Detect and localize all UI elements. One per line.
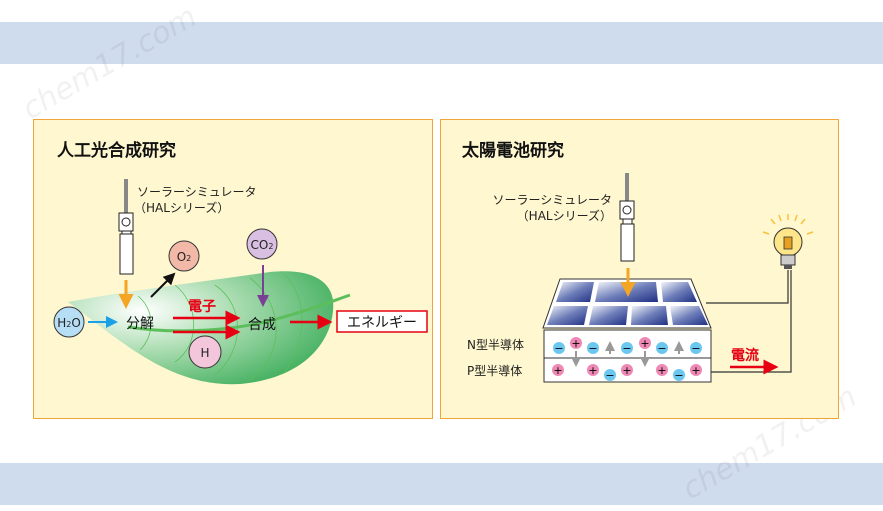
o2-bubble xyxy=(168,240,200,272)
energy-box xyxy=(336,310,428,333)
svg-text:+: + xyxy=(588,364,597,377)
solar-simulator-lamp xyxy=(619,173,635,262)
wire xyxy=(706,270,789,304)
h2o-label: H2O xyxy=(57,316,81,330)
svg-text:+: + xyxy=(691,364,700,377)
simulator-label: ソーラーシミュレータ xyxy=(137,185,257,199)
wire xyxy=(711,270,792,373)
svg-text:−: − xyxy=(605,369,614,382)
simulator-series-label: （HALシリーズ） xyxy=(134,200,229,215)
svg-text:−: − xyxy=(622,342,631,355)
n-type-label: N型半導体 xyxy=(467,338,524,352)
bottom-band xyxy=(0,463,883,505)
svg-text:+: + xyxy=(622,364,631,377)
synthesis-label: 合成 xyxy=(248,317,276,333)
svg-text:−: − xyxy=(657,342,666,355)
electron-charge: − xyxy=(553,342,565,355)
hole-charge: + xyxy=(587,364,599,377)
svg-text:+: + xyxy=(640,337,649,350)
h2o-bubble xyxy=(53,306,85,338)
svg-text:−: − xyxy=(674,369,683,382)
hole-charge: + xyxy=(639,337,651,350)
svg-text:−: − xyxy=(554,342,563,355)
electron-charge: − xyxy=(673,369,685,382)
o2-label: O2 xyxy=(177,250,192,264)
watermark: chem17.com xyxy=(17,0,203,127)
svg-text:+: + xyxy=(571,337,580,350)
artificial-photosynthesis-panel: 人工光合成研究 ソーラーシミュレータ （HALシリーズ） H2O 分解 O2 電… xyxy=(33,119,433,419)
svg-text:−: − xyxy=(588,342,597,355)
hole-charge: + xyxy=(656,364,668,377)
h-bubble xyxy=(188,335,222,369)
panel-title: 人工光合成研究 xyxy=(57,140,176,161)
solar-cell-panel: 太陽電池研究 ソーラーシミュレータ （HALシリーズ） N型半導体 xyxy=(440,119,839,419)
electron-charge: − xyxy=(621,342,633,355)
solar-simulator-lamp xyxy=(118,179,134,275)
svg-text:+: + xyxy=(553,364,562,377)
light-bulb-icon xyxy=(762,214,814,269)
electron-label: 電子 xyxy=(188,298,216,315)
hole-charge: + xyxy=(552,364,564,377)
hole-charge: + xyxy=(621,364,633,377)
co2-bubble xyxy=(246,228,278,260)
leaf-stem xyxy=(127,293,351,333)
co2-label: CO2 xyxy=(251,238,274,252)
panel-title: 太陽電池研究 xyxy=(462,140,564,161)
charges: − − − − − + + + + + + + − − xyxy=(552,337,702,382)
simulator-series-label: （HALシリーズ） xyxy=(517,208,612,223)
energy-label: エネルギー xyxy=(347,315,417,331)
h-label: H xyxy=(200,346,209,360)
hole-charge: + xyxy=(690,364,702,377)
p-type-label: P型半導体 xyxy=(467,364,522,378)
svg-text:−: − xyxy=(691,342,700,355)
electron-charge: − xyxy=(604,369,616,382)
svg-text:+: + xyxy=(657,364,666,377)
electron-charge: − xyxy=(690,342,702,355)
decomposition-label: 分解 xyxy=(126,316,154,332)
top-band xyxy=(0,22,883,64)
electron-charge: − xyxy=(656,342,668,355)
hole-charge: + xyxy=(570,337,582,350)
simulator-label: ソーラーシミュレータ xyxy=(492,193,612,207)
current-label: 電流 xyxy=(731,347,759,364)
electron-charge: − xyxy=(587,342,599,355)
o2-arrow xyxy=(150,272,176,298)
